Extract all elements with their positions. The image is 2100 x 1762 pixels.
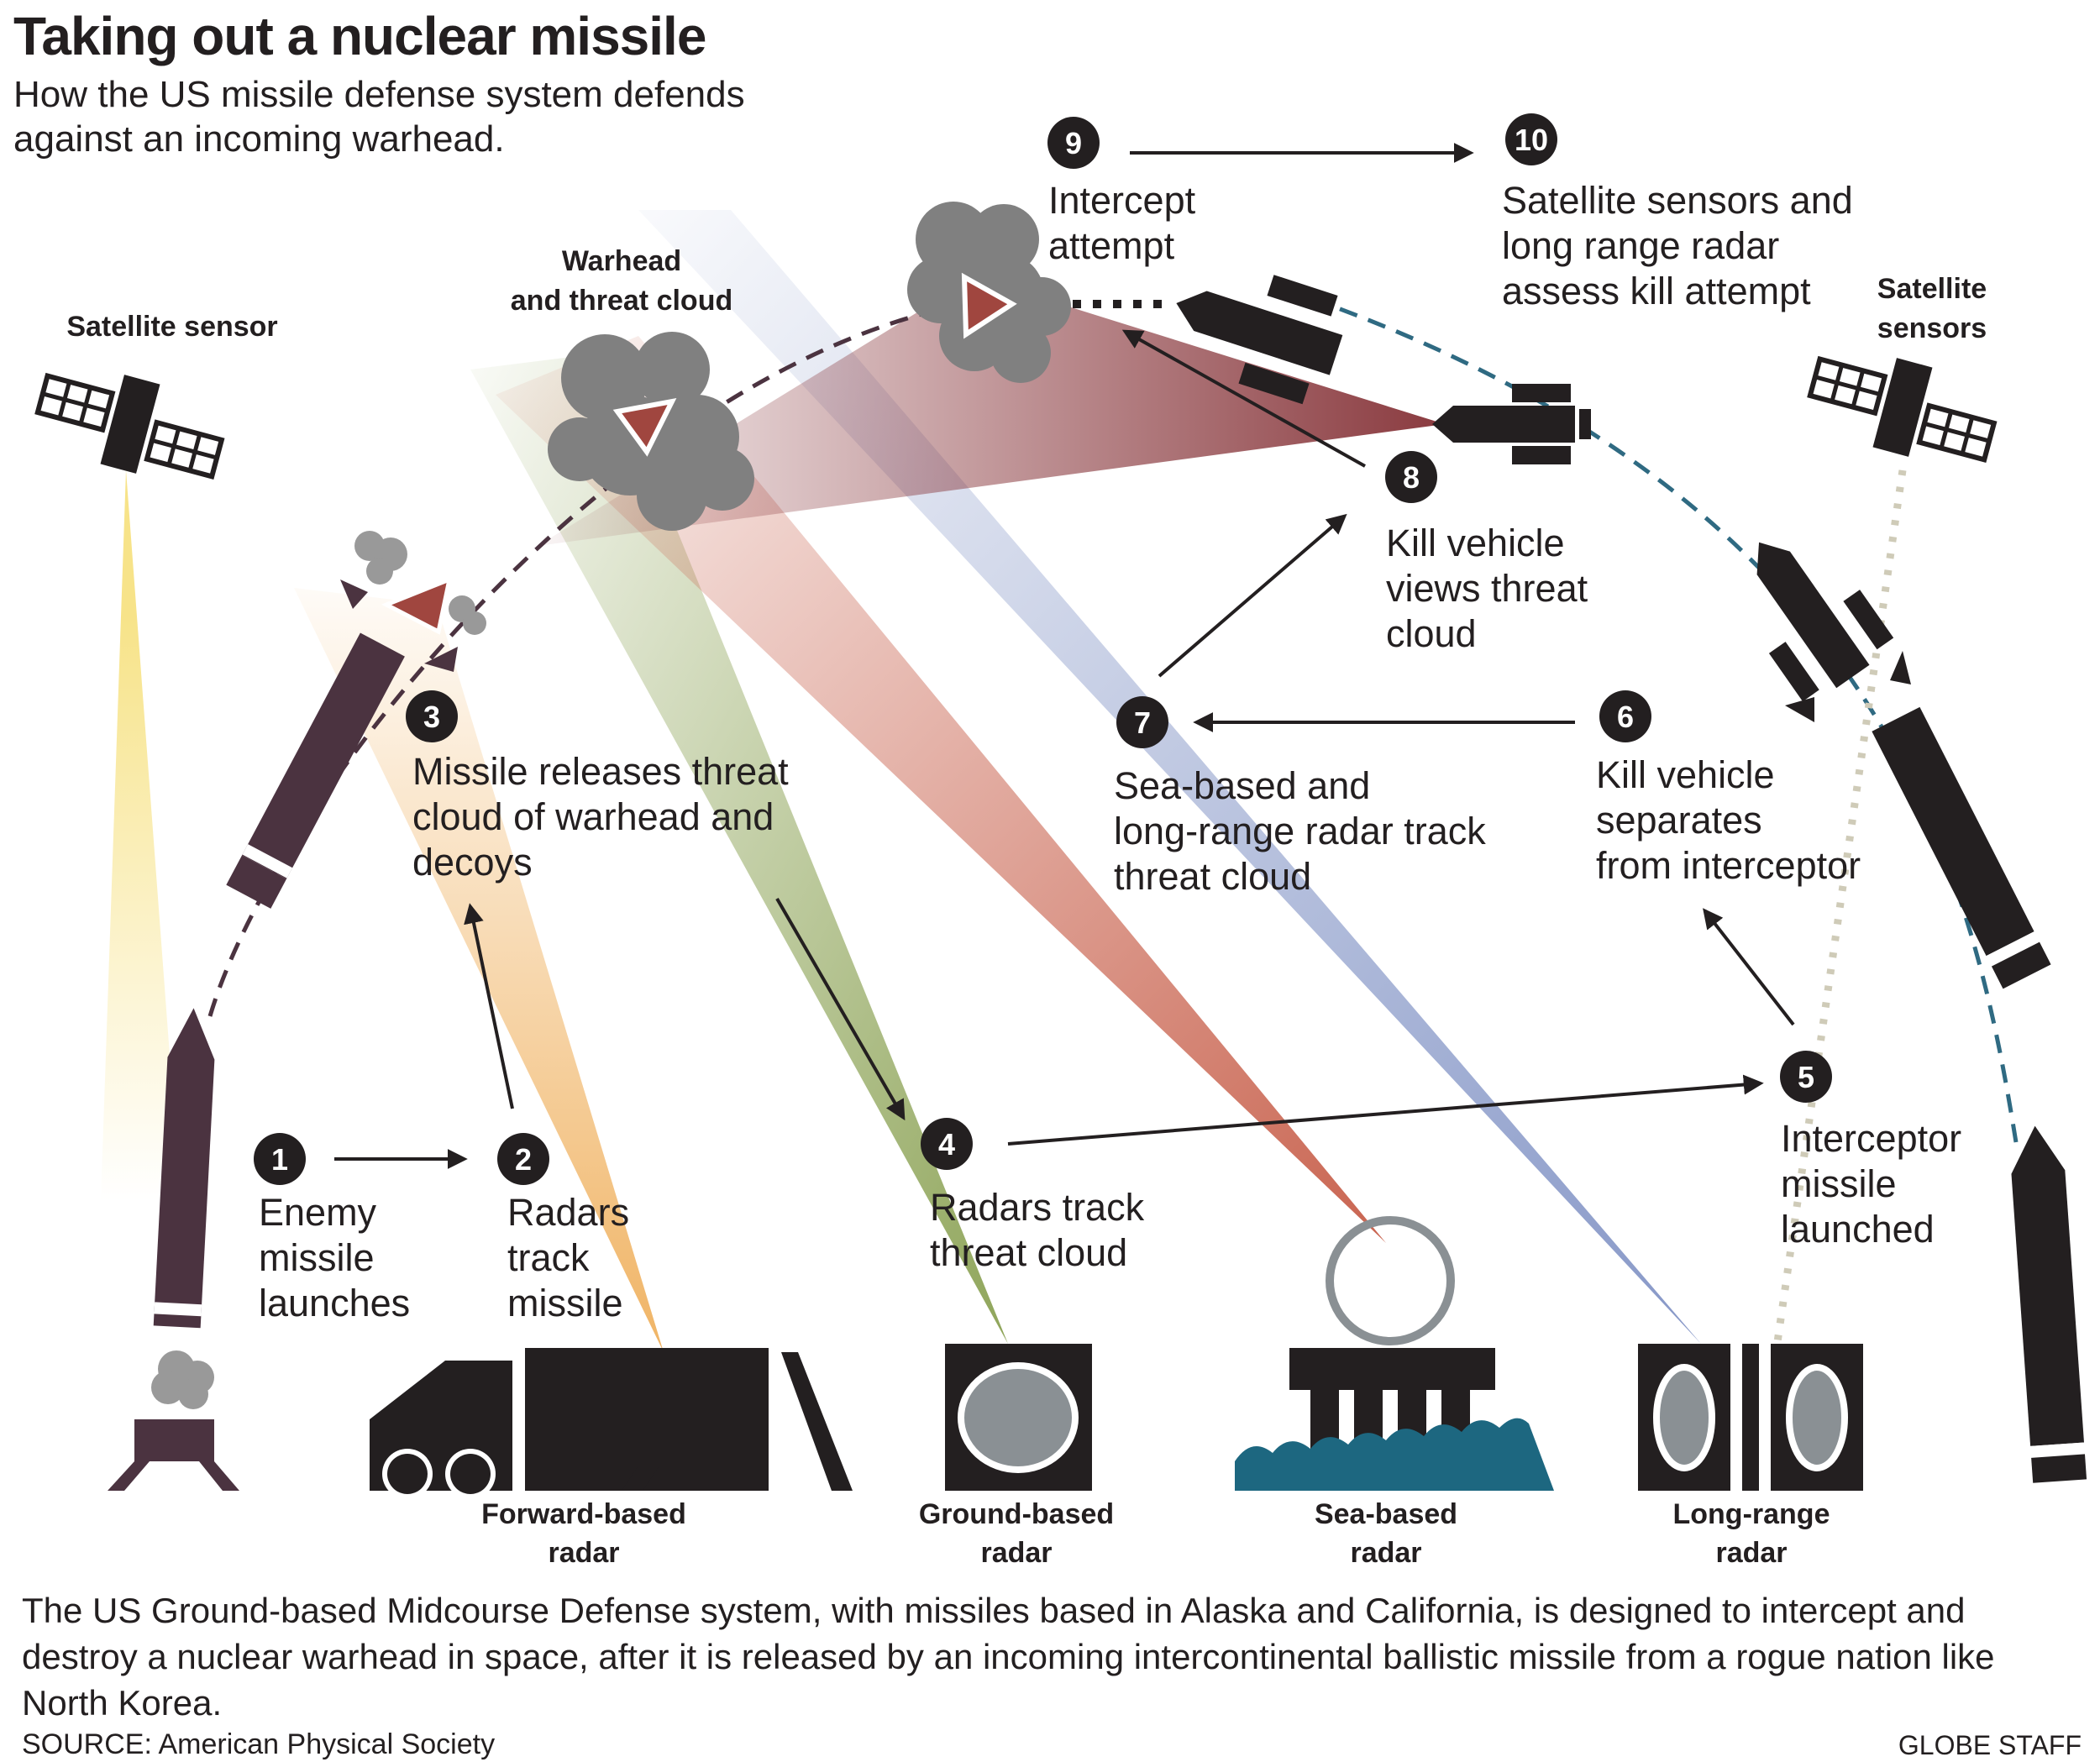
- kill-vehicle-icon: [1176, 275, 1343, 405]
- shroud-fragment-icon: [1890, 651, 1911, 684]
- ground-radar-beam: [470, 353, 1008, 1344]
- enemy-trajectory: [207, 300, 975, 1017]
- decoy-icon: [340, 579, 368, 609]
- warhead-icon: [381, 575, 453, 635]
- enemy-missile-icon: [153, 1008, 215, 1329]
- arrow-5-to-6: [1703, 908, 1795, 1026]
- arrow-2-to-3: [464, 903, 514, 1109]
- step-7-number: 7: [1134, 705, 1151, 740]
- kill-vehicle-icon: [1756, 542, 1894, 702]
- step-6-badge: 6: [1599, 690, 1651, 742]
- step-1-badge: 1: [254, 1133, 306, 1185]
- kill-vehicle-icon: [1432, 384, 1591, 464]
- arrow-7-to-8: [1158, 513, 1347, 678]
- enemy-missile-icon: [226, 632, 405, 909]
- sea-radar-beam: [496, 336, 1386, 1243]
- step-2-number: 2: [515, 1142, 532, 1177]
- long-range-radar-icon: [1638, 1344, 1863, 1491]
- credit-note: GLOBE STAFF: [1898, 1730, 2082, 1760]
- step-3-badge: 3: [406, 690, 458, 742]
- step-8-number: 8: [1403, 460, 1420, 495]
- step-badges: 1 2 3 4 5 6 7 8 9 10: [254, 113, 1832, 1185]
- arrow-3-to-4: [775, 898, 906, 1121]
- description-text: The US Ground-based Midcourse Defense sy…: [22, 1591, 1995, 1723]
- step-4-badge: 4: [921, 1118, 973, 1170]
- kill-vehicle-sensor-beam: [538, 277, 1445, 546]
- step-8-badge: 8: [1385, 451, 1437, 503]
- smoke-cloud-icon: [151, 1350, 214, 1409]
- satellite-icon: [1807, 355, 1998, 463]
- launch-pad-icon: [108, 1419, 239, 1491]
- step-7-badge: 7: [1116, 696, 1168, 748]
- step-6-number: 6: [1617, 700, 1634, 734]
- step-2-badge: 2: [497, 1133, 549, 1185]
- satellite-beam-left: [101, 470, 181, 1201]
- step-4-number: 4: [938, 1127, 955, 1162]
- forward-radar-beam: [294, 588, 664, 1352]
- interceptor-missile-icon: [1872, 706, 2051, 989]
- interceptor-missile-icon: [2011, 1125, 2087, 1483]
- step-9-badge: 9: [1047, 117, 1100, 169]
- warhead-icon: [612, 397, 677, 457]
- step-3-number: 3: [423, 700, 440, 734]
- page-title: Taking out a nuclear missile: [13, 6, 706, 66]
- radar-truck-icon: [370, 1348, 853, 1499]
- satellite-icon: [34, 372, 225, 480]
- step-9-number: 9: [1065, 126, 1082, 160]
- ground-radar-icon: [945, 1344, 1092, 1491]
- page-subtitle: How the US missile defense system defend…: [13, 74, 745, 160]
- arrow-4-to-5: [1007, 1074, 1764, 1146]
- decoy-icon: [424, 647, 458, 672]
- sea-radar-icon: [1235, 1216, 1554, 1491]
- warhead-icon: [961, 272, 1017, 339]
- satellite-sensor-label: Satellite sensor: [66, 311, 278, 343]
- step-1-number: 1: [271, 1142, 288, 1177]
- source-note: SOURCE: American Physical Society: [22, 1728, 496, 1760]
- step-5-badge: 5: [1780, 1051, 1832, 1103]
- shroud-fragment-icon: [1785, 697, 1814, 722]
- step-10-badge: 10: [1505, 113, 1557, 165]
- arrow-8-to-9: [1121, 329, 1366, 468]
- step-5-number: 5: [1798, 1060, 1814, 1094]
- step-10-number: 10: [1515, 123, 1548, 157]
- smoke-cloud-icon: [354, 531, 486, 635]
